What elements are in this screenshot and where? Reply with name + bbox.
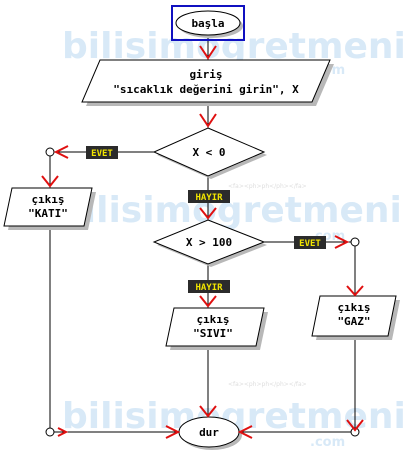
output-solid-node: çıkış "KATI" — [3, 187, 96, 230]
arrow-down-icon — [346, 419, 364, 432]
arrow-right-icon — [334, 235, 350, 249]
decision2-diamond — [152, 219, 266, 265]
connector-dot — [350, 237, 360, 247]
arrow-down-icon — [199, 207, 217, 220]
badge-d2-no: HAYIR — [188, 280, 230, 293]
output-solid-shape — [3, 187, 93, 227]
watermark-domain: .com — [310, 435, 345, 450]
arrow-left-icon — [53, 145, 69, 159]
badge-d1-yes: EVET — [86, 146, 118, 159]
badge-bg — [294, 236, 326, 249]
start-ellipse — [175, 10, 241, 36]
output-liquid-node: çıkış "SIVI" — [165, 307, 268, 350]
input-node: giriş "sıcaklık değerini girin", X — [81, 59, 334, 106]
badge-d1-no: HAYIR — [188, 190, 230, 203]
output-solid-label-2: "KATI" — [28, 207, 68, 220]
end-label: dur — [199, 426, 219, 439]
end-node: dur — [178, 416, 242, 450]
output-solid-label-1: çıkış — [31, 193, 64, 206]
output-liquid-shape — [165, 307, 265, 347]
badge-bg — [188, 190, 230, 203]
badge-d2-yes: EVET — [294, 236, 326, 249]
badge-bg — [86, 146, 118, 159]
arrowheads — [41, 45, 364, 439]
badge-label: EVET — [299, 239, 321, 249]
badge-label: EVET — [91, 149, 113, 159]
output-gas-label-2: "GAZ" — [337, 315, 370, 328]
start-highlight — [171, 5, 245, 41]
output-gas-label-1: çıkış — [337, 301, 370, 314]
watermark-tag: <fa><ph>ph</ph></fa> — [228, 381, 307, 388]
input-label-1: giriş — [189, 68, 222, 81]
arrow-down-icon — [199, 405, 217, 418]
arrow-down-icon — [199, 295, 217, 308]
badge-label: HAYIR — [195, 193, 223, 203]
connector-dot — [45, 147, 55, 157]
arrow-down-icon — [346, 285, 364, 297]
output-liquid-label-1: çıkış — [196, 313, 229, 326]
decision2-node: X > 100 — [152, 219, 267, 267]
decision2-label: X > 100 — [186, 236, 232, 249]
decision1-label: X < 0 — [192, 146, 225, 159]
arrow-right-icon — [165, 425, 181, 439]
output-gas-shape — [311, 295, 397, 337]
decision1-node: X < 0 — [152, 127, 267, 179]
start-label: başla — [191, 17, 224, 30]
decision1-diamond — [152, 127, 266, 177]
output-liquid-label-2: "SIVI" — [193, 327, 233, 340]
arrow-down-icon — [199, 113, 217, 128]
badge-label: HAYIR — [195, 283, 223, 293]
output-gas-node: çıkış "GAZ" — [311, 295, 400, 340]
arrow-down-icon — [41, 175, 59, 188]
connector-dot — [350, 427, 360, 437]
arrow-right-icon — [57, 427, 69, 437]
arrow-left-icon — [237, 425, 253, 439]
arrow-down-icon — [199, 45, 217, 60]
input-label-2: "sıcaklık değerini girin", X — [113, 83, 299, 96]
input-shape — [81, 59, 331, 103]
connector-dots — [45, 147, 360, 437]
connector-dot — [45, 427, 55, 437]
start-node: başla — [171, 5, 245, 41]
watermark-tag: <fa><ph>ph</ph></fa> — [228, 183, 307, 190]
badge-bg — [188, 280, 230, 293]
